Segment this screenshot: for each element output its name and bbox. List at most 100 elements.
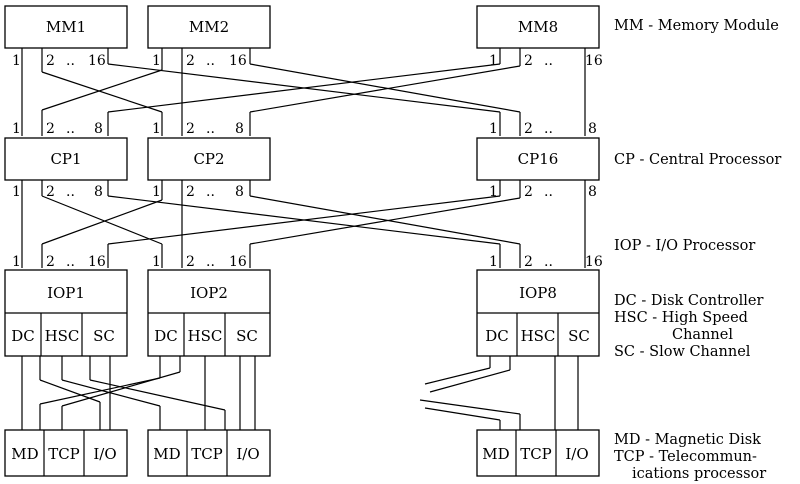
channel-label-sc: SC (93, 327, 115, 345)
pin-label: 8 (235, 184, 244, 200)
pin-label: .. (66, 254, 75, 270)
pin-label: 8 (588, 184, 597, 200)
io-processor-label: IOP1 (47, 284, 85, 302)
memory-module-label: MM1 (46, 18, 86, 36)
channel-label-hsc: HSC (188, 327, 223, 345)
memory-module-label: MM8 (518, 18, 558, 36)
pin-label: .. (206, 254, 215, 270)
central-processor-label: CP1 (50, 150, 81, 168)
pin-label: 2 (524, 184, 533, 200)
channel-label-hsc: HSC (521, 327, 556, 345)
pin-label: 1 (152, 184, 161, 200)
pin-label: .. (66, 121, 75, 137)
channel-label-hsc: HSC (45, 327, 80, 345)
interconnect-wires (21, 48, 586, 430)
pin-label: 1 (12, 53, 21, 69)
legend: MM - Memory Module CP - Central Processo… (614, 18, 781, 482)
pin-label: 8 (94, 184, 103, 200)
iop-pin-labels: 1 2 .. 16 1 2 .. 16 1 2 .. 16 (12, 254, 603, 270)
pin-label: 16 (585, 254, 603, 270)
pin-label: 16 (88, 254, 106, 270)
pin-label: 16 (229, 53, 247, 69)
pin-label: .. (206, 121, 215, 137)
pin-label: 2 (46, 53, 55, 69)
pin-label: 2 (186, 254, 195, 270)
pin-label: 16 (229, 254, 247, 270)
channel-label-sc: SC (236, 327, 258, 345)
central-processor-cp1: CP1 (4, 137, 128, 181)
pin-label: 2 (46, 121, 55, 137)
channel-label-sc: SC (568, 327, 590, 345)
pin-label: 2 (186, 184, 195, 200)
pin-label: 2 (46, 184, 55, 200)
device-group-1: MD TCP I/O (4, 429, 128, 477)
legend-io-processor: IOP - I/O Processor (614, 238, 755, 254)
io-processor-iop8: IOP8 DC HSC SC (476, 269, 600, 357)
pin-label: .. (66, 184, 75, 200)
pin-label: .. (66, 53, 75, 69)
device-label-tcp: TCP (48, 445, 80, 463)
pin-label: 2 (46, 254, 55, 270)
central-processor-label: CP16 (518, 150, 559, 168)
device-group-8: MD TCP I/O (476, 429, 600, 477)
pin-label: .. (544, 254, 553, 270)
central-processor-cp2: CP2 (147, 137, 271, 181)
cp-pin-labels-top: 1 2 .. 8 1 2 .. 8 1 2 .. 8 (12, 121, 597, 137)
legend-telecommunications-processor-cont: ications processor (632, 466, 766, 482)
memory-module-mm2: MM2 (147, 5, 271, 49)
channel-label-dc: DC (11, 327, 35, 345)
legend-high-speed-channel: HSC - High Speed (614, 310, 748, 326)
device-label-io: I/O (93, 445, 116, 463)
device-label-md: MD (11, 445, 38, 463)
io-processor-label: IOP8 (519, 284, 557, 302)
pin-label: 8 (235, 121, 244, 137)
pin-label: .. (206, 184, 215, 200)
memory-module-mm8: MM8 (476, 5, 600, 49)
pin-label: 1 (489, 53, 498, 69)
pin-label: 2 (186, 121, 195, 137)
pin-label: .. (544, 53, 553, 69)
pin-label: .. (206, 53, 215, 69)
pin-label: 2 (186, 53, 195, 69)
pin-label: 1 (12, 254, 21, 270)
central-processor-cp16: CP16 (476, 137, 600, 181)
pin-label: 1 (152, 121, 161, 137)
pin-label: 1 (152, 254, 161, 270)
legend-high-speed-channel-cont: Channel (672, 327, 733, 343)
io-processor-iop1: IOP1 DC HSC SC (4, 269, 128, 357)
pin-label: .. (544, 121, 553, 137)
memory-module-mm1: MM1 (4, 5, 128, 49)
pin-label: 2 (524, 254, 533, 270)
device-label-io: I/O (236, 445, 259, 463)
pin-label: 2 (524, 121, 533, 137)
pin-label: 1 (489, 254, 498, 270)
io-processor-iop2: IOP2 DC HSC SC (147, 269, 271, 357)
channel-label-dc: DC (154, 327, 178, 345)
legend-memory-module: MM - Memory Module (614, 18, 779, 34)
pin-label: 1 (489, 184, 498, 200)
pin-label: 2 (524, 53, 533, 69)
device-label-tcp: TCP (191, 445, 223, 463)
pin-label: 16 (88, 53, 106, 69)
legend-slow-channel: SC - Slow Channel (614, 344, 751, 360)
pin-label: 1 (152, 53, 161, 69)
device-label-md: MD (153, 445, 180, 463)
device-label-md: MD (482, 445, 509, 463)
cp-pin-labels-bottom: 1 2 .. 8 1 2 .. 8 1 2 .. 8 (12, 184, 597, 200)
channel-label-dc: DC (485, 327, 509, 345)
pin-label: 1 (489, 121, 498, 137)
pin-label: 1 (12, 121, 21, 137)
legend-disk-controller: DC - Disk Controller (614, 293, 763, 309)
device-label-tcp: TCP (520, 445, 552, 463)
pin-label: 1 (12, 184, 21, 200)
pin-label: .. (544, 184, 553, 200)
legend-telecommunications-processor: TCP - Telecommun- (614, 449, 757, 465)
device-label-io: I/O (565, 445, 588, 463)
device-group-2: MD TCP I/O (147, 429, 271, 477)
pin-label: 16 (585, 53, 603, 69)
legend-magnetic-disk: MD - Magnetic Disk (614, 432, 761, 448)
central-processor-label: CP2 (193, 150, 224, 168)
pin-label: 8 (588, 121, 597, 137)
memory-module-label: MM2 (189, 18, 229, 36)
